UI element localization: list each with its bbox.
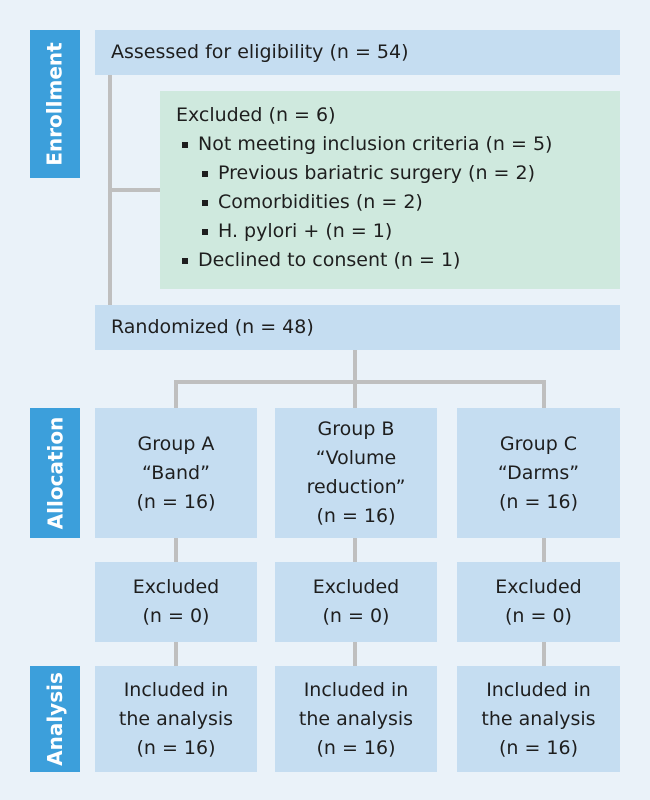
randomized-text: Randomized (n = 48) xyxy=(111,316,314,338)
allocation-line: “Darms” xyxy=(497,461,580,484)
analysis-line: (n = 16) xyxy=(136,736,216,759)
exclusion-sub-reason: Previous bariatric surgery (n = 2) xyxy=(176,159,620,188)
allocation-line: “Band” xyxy=(142,461,210,484)
connector-group-a-top xyxy=(174,380,178,408)
analysis-line: the analysis xyxy=(481,707,596,730)
excluded-line: Excluded xyxy=(312,576,400,598)
analysis-line: the analysis xyxy=(118,707,234,730)
allocation-box-group-c: Group C “Darms” (n = 16) xyxy=(457,408,620,538)
allocation-box-group-b: Group B “Volume reduction” (n = 16) xyxy=(275,408,437,538)
excluded-summary-box: Excluded (n = 6) Not meeting inclusion c… xyxy=(160,91,620,289)
exclusion-reasons-list: Not meeting inclusion criteria (n = 5) P… xyxy=(176,130,620,275)
connector-group-a-low xyxy=(174,642,178,666)
analysis-line: (n = 16) xyxy=(498,736,579,759)
analysis-line: Included in xyxy=(303,678,409,701)
analysis-line: (n = 16) xyxy=(316,736,396,759)
assessed-box: Assessed for eligibility (n = 54) xyxy=(95,30,620,75)
phase-label-enrollment: Enrollment xyxy=(30,30,80,178)
excluded-line: (n = 0) xyxy=(322,605,390,627)
connector-horizontal-split xyxy=(174,380,546,384)
connector-group-b-low xyxy=(353,642,357,666)
excluded-line: (n = 0) xyxy=(142,605,210,627)
analysis-line: the analysis xyxy=(298,707,414,730)
allocation-line: reduction” xyxy=(306,476,406,498)
randomized-box: Randomized (n = 48) xyxy=(95,305,620,350)
excluded-line: Excluded xyxy=(495,576,582,598)
connector-group-c-top xyxy=(542,380,546,408)
connector-group-b-mid xyxy=(353,538,357,562)
exclusion-reason: Not meeting inclusion criteria (n = 5) xyxy=(176,130,620,159)
analysis-box-group-a: Included in the analysis (n = 16) xyxy=(95,666,257,772)
excluded-box-group-c: Excluded (n = 0) xyxy=(457,562,620,642)
analysis-line: Included in xyxy=(123,678,229,701)
allocation-line: Group C xyxy=(499,432,578,455)
allocation-line: (n = 16) xyxy=(136,490,216,513)
exclusion-sub-reason: H. pylori + (n = 1) xyxy=(176,217,620,246)
connector-group-c-mid xyxy=(542,538,546,562)
connector-group-b-top xyxy=(353,380,357,408)
allocation-line: “Volume xyxy=(315,447,397,469)
analysis-box-group-b: Included in the analysis (n = 16) xyxy=(275,666,437,772)
analysis-line: Included in xyxy=(486,678,591,701)
connector-group-a-mid xyxy=(174,538,178,562)
excluded-box-group-b: Excluded (n = 0) xyxy=(275,562,437,642)
excluded-line: (n = 0) xyxy=(505,605,572,627)
allocation-line: (n = 16) xyxy=(316,505,396,527)
excluded-summary-title: Excluded (n = 6) xyxy=(176,104,336,126)
allocation-line: (n = 16) xyxy=(498,490,579,513)
exclusion-reason: Declined to consent (n = 1) xyxy=(176,246,620,275)
connector-randomized-down xyxy=(353,350,357,382)
excluded-line: Excluded xyxy=(132,576,220,598)
phase-label-allocation: Allocation xyxy=(30,408,80,538)
exclusion-sub-reason: Comorbidities (n = 2) xyxy=(176,188,620,217)
analysis-box-group-c: Included in the analysis (n = 16) xyxy=(457,666,620,772)
excluded-box-group-a: Excluded (n = 0) xyxy=(95,562,257,642)
allocation-box-group-a: Group A “Band” (n = 16) xyxy=(95,408,257,538)
connector-to-excluded xyxy=(108,188,160,192)
allocation-line: Group B xyxy=(317,418,395,440)
assessed-text: Assessed for eligibility (n = 54) xyxy=(111,41,409,63)
allocation-line: Group A xyxy=(137,432,215,455)
connector-group-c-low xyxy=(542,642,546,666)
phase-label-analysis: Analysis xyxy=(30,666,80,772)
